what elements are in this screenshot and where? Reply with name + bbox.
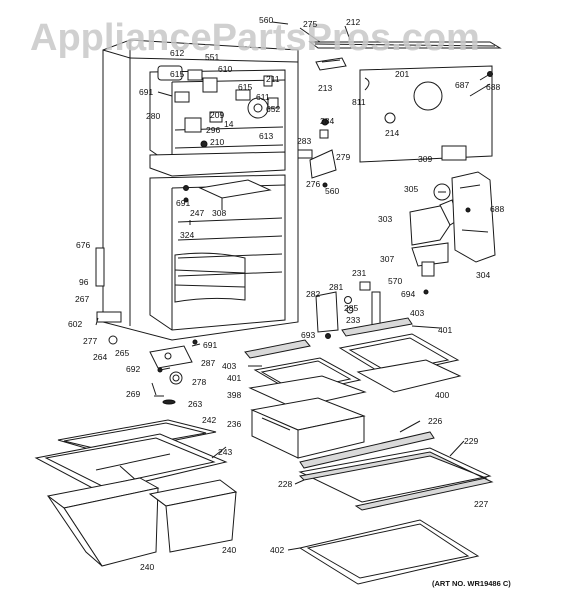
part-label[interactable]: 284 [320, 116, 334, 126]
part-label[interactable]: 309 [418, 154, 432, 164]
part-label[interactable]: 242 [202, 415, 216, 425]
part-label[interactable]: 263 [188, 399, 202, 409]
part-label[interactable]: 811 [352, 97, 366, 107]
leader-lines [95, 21, 491, 551]
part-label[interactable]: 403 [222, 361, 236, 371]
part-label[interactable]: 285 [344, 303, 358, 313]
part-label[interactable]: 267 [75, 294, 89, 304]
part-label[interactable]: 676 [76, 240, 90, 250]
part-label[interactable]: 305 [404, 184, 418, 194]
part-label[interactable]: 236 [227, 419, 241, 429]
art-number: (ART NO. WR19486 C) [432, 579, 511, 588]
part-label[interactable]: 287 [201, 358, 215, 368]
part-label[interactable]: 269 [126, 389, 140, 399]
part-label[interactable]: 324 [180, 230, 194, 240]
part-label[interactable]: 279 [336, 152, 350, 162]
cabinet [95, 39, 299, 345]
part-label[interactable]: 201 [395, 69, 409, 79]
part-label[interactable]: 277 [83, 336, 97, 346]
part-label[interactable]: 226 [428, 416, 442, 426]
part-label[interactable]: 308 [212, 208, 226, 218]
part-label[interactable]: 227 [474, 499, 488, 509]
part-label[interactable]: 560 [325, 186, 339, 196]
part-label[interactable]: 687 [455, 80, 469, 90]
part-label[interactable]: 692 [126, 364, 140, 374]
dispenser-parts [315, 171, 496, 339]
part-label[interactable]: 228 [278, 479, 292, 489]
part-label[interactable]: 691 [176, 198, 190, 208]
part-label[interactable]: 615 [170, 69, 184, 79]
part-label[interactable]: 247 [190, 208, 204, 218]
part-label[interactable]: 401 [438, 325, 452, 335]
part-label[interactable]: 691 [139, 87, 153, 97]
part-label[interactable]: 282 [306, 289, 320, 299]
part-label[interactable]: 611 [256, 92, 270, 102]
part-label[interactable]: 211 [266, 74, 280, 84]
part-label[interactable]: 275 [303, 19, 317, 29]
crisper-pans [34, 419, 238, 567]
part-label[interactable]: 401 [227, 373, 241, 383]
part-label[interactable]: 14 [224, 119, 234, 129]
part-label[interactable]: 688 [490, 204, 504, 214]
lower-hinge-parts [149, 339, 198, 405]
part-label[interactable]: 612 [170, 48, 184, 58]
evaporator-cover [297, 41, 502, 188]
part-label[interactable]: 280 [146, 111, 160, 121]
part-label[interactable]: 307 [380, 254, 394, 264]
part-label[interactable]: 243 [218, 447, 232, 457]
top-controls [157, 65, 279, 225]
part-label[interactable]: 229 [464, 436, 478, 446]
part-label[interactable]: 231 [352, 268, 366, 278]
part-label[interactable]: 214 [385, 128, 399, 138]
part-label[interactable]: 303 [378, 214, 392, 224]
part-label[interactable]: 403 [410, 308, 424, 318]
part-label[interactable]: 602 [68, 319, 82, 329]
part-label[interactable]: 402 [270, 545, 284, 555]
part-label[interactable]: 240 [140, 562, 154, 572]
part-label[interactable]: 560 [259, 15, 273, 25]
part-label[interactable]: 278 [192, 377, 206, 387]
part-label[interactable]: 551 [205, 52, 219, 62]
watermark: AppliancePartsPros.com [30, 17, 480, 59]
part-label[interactable]: 570 [388, 276, 402, 286]
part-label[interactable]: 688 [486, 82, 500, 92]
part-label[interactable]: 610 [218, 64, 232, 74]
part-label[interactable]: 400 [435, 390, 449, 400]
part-label[interactable]: 615 [238, 82, 252, 92]
part-label[interactable]: 691 [203, 340, 217, 350]
part-label[interactable]: 233 [346, 315, 360, 325]
part-label[interactable]: 398 [227, 390, 241, 400]
part-label[interactable]: 264 [93, 352, 107, 362]
part-labels: 560 275 212 612 551 615 610 691 211 615 … [68, 15, 504, 572]
part-label[interactable]: 276 [306, 179, 320, 189]
part-label[interactable]: 209 [210, 110, 224, 120]
part-label[interactable]: 652 [266, 104, 280, 114]
part-label[interactable]: 265 [115, 348, 129, 358]
part-label[interactable]: 240 [222, 545, 236, 555]
part-label[interactable]: 210 [210, 137, 224, 147]
part-label[interactable]: 693 [301, 330, 315, 340]
part-label[interactable]: 694 [401, 289, 415, 299]
part-label[interactable]: 96 [79, 277, 89, 287]
part-label[interactable]: 281 [329, 282, 343, 292]
part-label[interactable]: 213 [318, 83, 332, 93]
part-label[interactable]: 296 [206, 125, 220, 135]
part-label[interactable]: 304 [476, 270, 490, 280]
part-label[interactable]: 613 [259, 131, 273, 141]
shelves [244, 317, 494, 585]
part-label[interactable]: 283 [297, 136, 311, 146]
part-label[interactable]: 212 [346, 17, 360, 27]
